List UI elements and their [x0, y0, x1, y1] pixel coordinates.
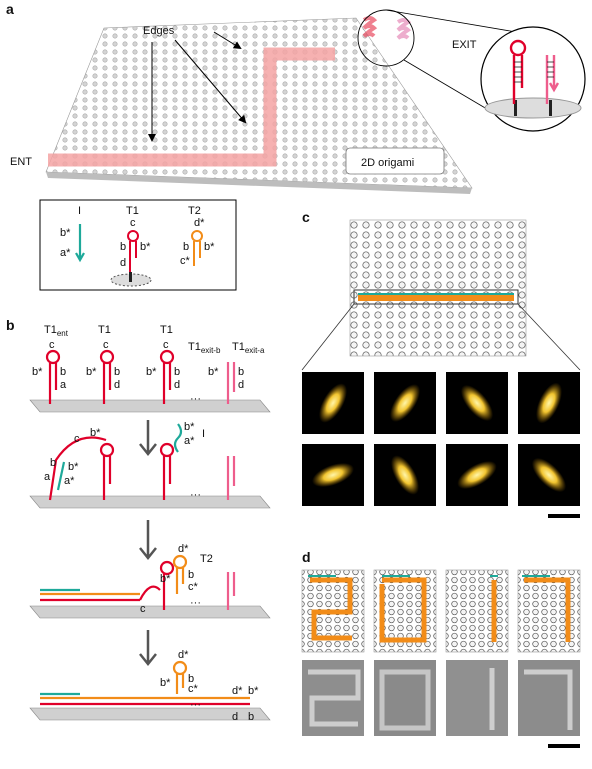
legend-I-a: a* — [60, 247, 71, 259]
row2-strands — [48, 436, 236, 501]
row4-b-2: b — [248, 711, 254, 723]
row3-cs: c* — [188, 581, 199, 593]
row3-bs: b* — [160, 573, 171, 585]
row1-labels: T1ent T1 T1 T1exit-b T1exit-a — [44, 324, 265, 355]
row1-c-2: c — [163, 339, 169, 351]
row4-cs: c* — [188, 683, 199, 695]
step-arrows — [139, 420, 157, 667]
panel-c-label: c — [302, 209, 310, 225]
svg-text:T1: T1 — [98, 324, 111, 336]
inhibitor-strand — [173, 423, 183, 453]
row1-bs-0: b* — [32, 366, 43, 378]
legend-I-b: b* — [60, 227, 71, 239]
edges-label: Edges — [143, 25, 175, 37]
legend-T1-bs: b* — [140, 241, 151, 253]
row3-strands — [40, 554, 236, 610]
legend-T1-c: c — [130, 217, 136, 229]
row3-t2: T2 — [200, 553, 213, 565]
row1-bs-3: b* — [208, 366, 219, 378]
row2-bs: b* — [68, 461, 79, 473]
panel-b-label: b — [6, 317, 15, 333]
row1-a-0: a — [60, 379, 67, 391]
svg-text:T1ent: T1ent — [44, 324, 69, 338]
row2-i-as: a* — [184, 435, 195, 447]
afm-images-c — [302, 372, 580, 506]
track-path — [48, 47, 335, 167]
legend-T2-ds: d* — [194, 217, 205, 229]
zoom-line-1 — [385, 9, 529, 35]
stage-surfaces — [29, 399, 271, 721]
panel-a-label: a — [6, 1, 14, 17]
row2-dots: ··· — [190, 489, 201, 501]
edges-arrow-2 — [174, 39, 247, 124]
legend-T2: T2 — [188, 205, 201, 217]
exit-zoom — [480, 26, 586, 132]
row4-b: b — [188, 673, 194, 685]
row1-b-1: b — [114, 366, 120, 378]
row2-i-bs: b* — [184, 421, 195, 433]
row1-b-0: b — [60, 366, 66, 378]
row2-b: b — [50, 457, 56, 469]
track-highlight-c — [353, 289, 519, 305]
legend-T2-b: b — [183, 241, 189, 253]
row1-d-3: d — [238, 379, 244, 391]
row1-c-1: c — [103, 339, 109, 351]
svg-text:T1: T1 — [160, 324, 173, 336]
row1-bs-1: b* — [86, 366, 97, 378]
origami-sheet-edge — [46, 172, 472, 194]
legend-T1: T1 — [126, 205, 139, 217]
exit-label: EXIT — [452, 39, 477, 51]
origami-grid-c — [349, 219, 527, 357]
row2-as: a* — [64, 475, 75, 487]
row2-a: a — [44, 471, 51, 483]
svg-text:T1exit-a: T1exit-a — [232, 341, 265, 355]
row3-b: b — [188, 569, 194, 581]
afm-images-d — [302, 660, 580, 736]
row1-d-1: d — [114, 379, 120, 391]
legend-T2-bs: b* — [204, 241, 215, 253]
row1-d-2: d — [174, 379, 180, 391]
legend-T1-b: b — [120, 241, 126, 253]
row3-c: c — [140, 603, 146, 615]
row4-ds: d* — [178, 649, 189, 661]
zoom-line-c-1 — [301, 303, 355, 371]
row2-i-label: I — [202, 428, 205, 440]
ent-label: ENT — [10, 156, 32, 168]
exit-helices — [362, 16, 412, 40]
origami-label-box — [345, 147, 445, 175]
zoom-line-c-2 — [517, 303, 581, 371]
row3-ds: d* — [178, 543, 189, 555]
row1-dots: ··· — [190, 393, 201, 405]
row1-hairpins — [45, 349, 236, 404]
svg-text:T1exit-b: T1exit-b — [188, 341, 221, 355]
legend-I: I — [78, 205, 81, 217]
panel-d-label: d — [302, 549, 311, 565]
row1-b-3: b — [238, 366, 244, 378]
row4-strands — [40, 660, 250, 706]
edges-arrow-3 — [213, 31, 242, 50]
zoom-line-2 — [403, 59, 493, 113]
row2-bs-top: b* — [90, 427, 101, 439]
legend-T1-d: d — [120, 257, 126, 269]
row2-c: c — [74, 433, 80, 445]
strand-legend: I b* a* T1 c b b* d T2 d* b b* c* — [39, 199, 237, 291]
row4-bs: b* — [160, 677, 171, 689]
origami-label: 2D origami — [361, 157, 414, 169]
row3-dots: ··· — [190, 597, 201, 609]
tracks-d — [310, 577, 571, 643]
row4-bs-2: b* — [248, 685, 259, 697]
row1-c-0: c — [49, 339, 55, 351]
row4-ds-2: d* — [232, 685, 243, 697]
legend-T2-cs: c* — [180, 255, 191, 267]
row4-d: d — [232, 711, 238, 723]
row4-dots: ··· — [190, 699, 201, 711]
row1-b-2: b — [174, 366, 180, 378]
row1-bs-2: b* — [146, 366, 157, 378]
